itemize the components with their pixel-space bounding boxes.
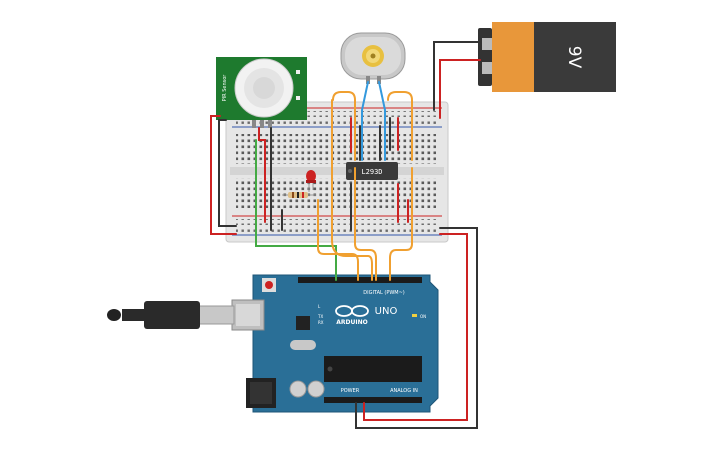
- dc-motor[interactable]: [340, 32, 406, 84]
- breadboard-wires: [258, 81, 413, 231]
- l-led-label: L: [318, 304, 321, 309]
- pir-sensor[interactable]: PIR Sensor: [216, 57, 307, 128]
- l293d-chip[interactable]: L293D: [346, 162, 398, 180]
- battery-9v[interactable]: 9V: [478, 22, 616, 92]
- power-header-label: POWER: [341, 388, 360, 394]
- chip-label: L293D: [361, 168, 382, 176]
- red-led[interactable]: [306, 170, 316, 192]
- resistor[interactable]: [282, 192, 316, 198]
- analog-header-label: ANALOG IN: [390, 388, 418, 394]
- tx-led-label: TX: [317, 314, 323, 319]
- pir-label: PIR Sensor: [222, 74, 228, 102]
- breadboard: [225, 101, 449, 243]
- digital-header-label: DIGITAL (PWM~): [363, 290, 405, 296]
- on-led-label: ON: [420, 314, 426, 319]
- usb-cable: [107, 301, 235, 329]
- arduino-model: UNO: [375, 306, 398, 317]
- connection-wires: [210, 41, 481, 429]
- battery-label: 9V: [564, 46, 584, 69]
- rx-led-label: RX: [318, 320, 324, 325]
- arduino-brand: ARDUINO: [336, 319, 367, 326]
- arduino-uno[interactable]: ARDUINO UNO DIGITAL (PWM~) POWER ANALOG …: [231, 274, 439, 413]
